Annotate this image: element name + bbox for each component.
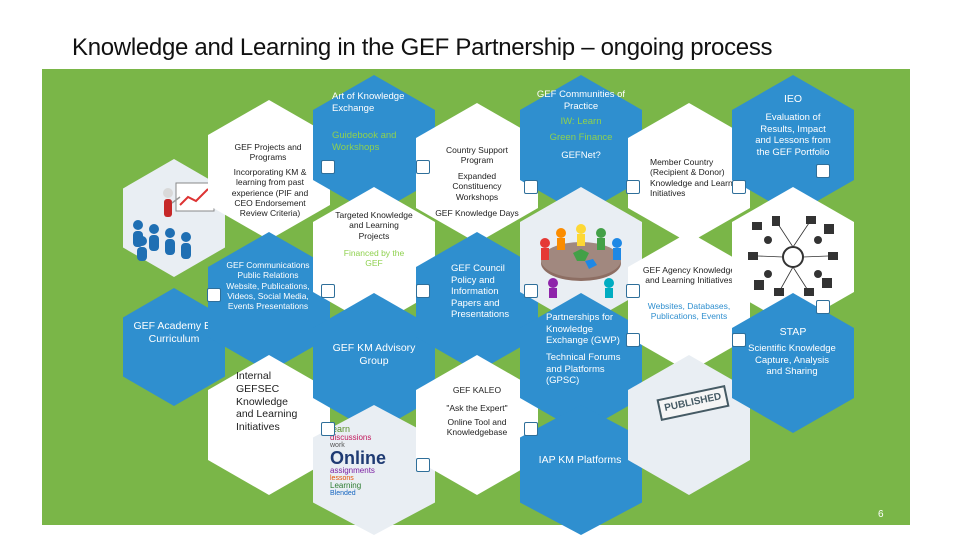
country-support-sublabel: Expanded Constituency Workshops (452, 171, 502, 202)
meeting-table-icon (540, 224, 622, 298)
stap-label: STAP (779, 326, 807, 338)
gef-agency-sublabel: Websites, Databases, Publications, Event… (647, 301, 731, 322)
word-lessons: lessons (330, 475, 354, 482)
word-learn: learn (330, 425, 351, 434)
partnerships-label: Partnerships for Knowledge Exchange (GWP… (546, 312, 620, 347)
knowledge-icons-icon (748, 216, 838, 296)
internal-gefsec-hex (208, 355, 330, 495)
connector-node (416, 284, 430, 298)
connector-node (524, 284, 538, 298)
internal-gefsec-label: Internal GEFSEC Knowledge and Learning I… (236, 370, 298, 434)
partnerships-sublabel: Technical Forums and Platforms (GPSC) (546, 352, 621, 387)
connector-node (321, 284, 335, 298)
art-of-knowledge-label: Art of Knowledge Exchange (332, 91, 405, 114)
gef-kaleo-sublabel: Online Tool and Knowledgebase (446, 417, 508, 438)
targeted-projects-sublabel: Financed by the GEF (343, 248, 405, 269)
connector-node (626, 284, 640, 298)
gef-agency-label: GEF Agency Knowledge and Learning Initia… (642, 265, 736, 286)
iw-learn-label: IW: Learn (560, 116, 602, 127)
connector-node (626, 180, 640, 194)
connector-node (816, 164, 830, 178)
stap-sublabel: Scientific Knowledge Capture, Analysis a… (748, 343, 836, 378)
connector-node (321, 160, 335, 174)
connector-node (524, 180, 538, 194)
targeted-projects-label: Targeted Knowledge and Learning Projects (335, 210, 413, 241)
km-advisory-group-label: GEF KM Advisory Group (332, 342, 416, 367)
iap-platforms-label: IAP KM Platforms (538, 454, 622, 466)
connector-node (321, 422, 335, 436)
word-work: work (330, 442, 345, 449)
connector-node (416, 458, 430, 472)
gef-projects-sublabel: Incorporating KM & learning from past ex… (231, 167, 309, 219)
connector-node (732, 333, 746, 347)
word-assignments: assignments (330, 466, 375, 475)
connector-node (416, 160, 430, 174)
word-blended: Blended (330, 490, 356, 497)
communities-of-practice-label: GEF Communities of Practice (536, 89, 626, 112)
wordcloud-words: learn discussions work Online assignment… (330, 425, 422, 515)
ieo-label: IEO (783, 93, 803, 105)
word-online: Online (330, 448, 387, 468)
gef-kaleo-quote: "Ask the Expert" (446, 403, 508, 413)
word-learning: Learning (330, 481, 362, 490)
member-country-label: Member Country (Recipient & Donor) Knowl… (650, 157, 745, 199)
gef-council-label: GEF Council Policy and Information Paper… (451, 263, 510, 321)
connector-node (816, 300, 830, 314)
connector-node (732, 180, 746, 194)
art-of-knowledge-sublabel: Guidebook and Workshops (332, 130, 397, 153)
presenter-figures-icon (133, 182, 215, 261)
gef-academy-label: GEF Academy E-Curriculum (133, 320, 215, 345)
gef-projects-label: GEF Projects and Programs (234, 142, 302, 163)
connector-node (524, 422, 538, 436)
gef-knowledge-days-label: GEF Knowledge Days (435, 208, 519, 218)
gef-kaleo-label: GEF KALEO (452, 385, 502, 395)
gef-communications-label: GEF Communications Public Relations Webs… (226, 260, 310, 312)
word-discussions: discussions (330, 433, 372, 442)
connector-node (207, 288, 221, 302)
country-support-label: Country Support Program (446, 145, 508, 166)
connector-node (626, 333, 640, 347)
page-number: 6 (878, 509, 884, 520)
green-finance-label: Green Finance (549, 132, 613, 143)
gefnet-label: GEFNet? (561, 150, 601, 161)
ieo-sublabel: Evaluation of Results, Impact and Lesson… (755, 112, 831, 158)
page-title: Knowledge and Learning in the GEF Partne… (72, 34, 773, 61)
